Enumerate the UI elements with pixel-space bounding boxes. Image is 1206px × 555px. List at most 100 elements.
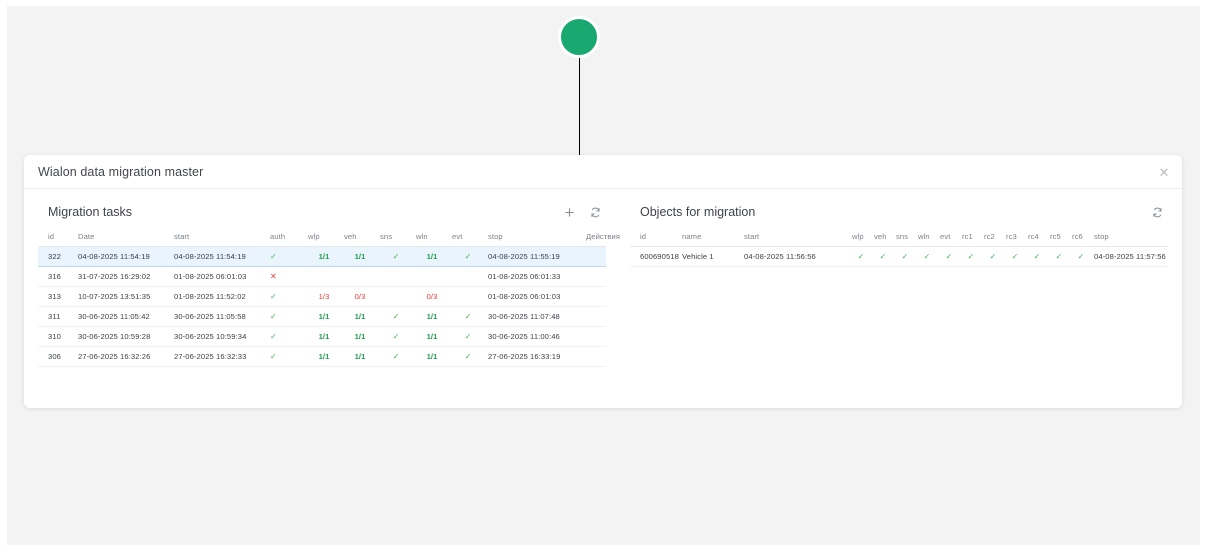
cell-wln: 1/1 [414, 246, 450, 267]
cell-auth: ✓ [268, 246, 306, 267]
migration-tasks-header: Migration tasks [38, 205, 606, 228]
cell-auth: ✓ [268, 286, 306, 307]
cell-evt: ✓ [450, 246, 486, 267]
dialog-body: Migration tasks [24, 189, 1182, 407]
column-header-wlp[interactable]: wlp [306, 228, 342, 247]
column-header-veh[interactable]: veh [342, 228, 378, 247]
cell-start: 04-08-2025 11:54:19 [172, 246, 268, 267]
cell-wln: 0/3 [414, 286, 450, 307]
cell-start: 04-08-2025 11:56:56 [742, 246, 850, 267]
column-header-date[interactable]: Date [76, 228, 172, 247]
column-header-действия[interactable]: Действия [584, 228, 620, 247]
cell-veh: 1/1 [342, 326, 378, 347]
column-header-sns[interactable]: sns [894, 228, 916, 247]
column-header-rc5[interactable]: rc5 [1048, 228, 1070, 247]
cell-stop: 01-08-2025 06:01:03 [486, 286, 584, 307]
cell-evt: ✓ [450, 306, 486, 327]
cell-evt [450, 286, 486, 307]
objects-for-migration-title: Objects for migration [640, 205, 756, 219]
cell-wln: 1/1 [414, 326, 450, 347]
cell-veh: 1/1 [342, 306, 378, 327]
column-header-stop[interactable]: stop [1092, 228, 1168, 247]
cell-stop: 04-08-2025 11:57:56 [1092, 246, 1168, 267]
cell-sns: ✓ [378, 246, 414, 267]
cell-wln: ✓ [916, 246, 938, 267]
cell-evt: ✓ [938, 246, 960, 267]
migration-master-dialog: Wialon data migration master ✕ Migration… [24, 155, 1182, 408]
cell-date: 31-07-2025 16:29:02 [76, 266, 172, 287]
objects-for-migration-header: Objects for migration [630, 205, 1168, 228]
column-header-rc6[interactable]: rc6 [1070, 228, 1092, 247]
objects-for-migration-actions [1151, 206, 1168, 219]
close-icon[interactable]: ✕ [1158, 164, 1170, 180]
cell-start: 27-06-2025 16:32:33 [172, 346, 268, 367]
column-header-rc1[interactable]: rc1 [960, 228, 982, 247]
dialog-header: Wialon data migration master ✕ [24, 155, 1182, 189]
cell-stop: 01-08-2025 06:01:33 [486, 266, 584, 287]
column-header-id[interactable]: id [630, 228, 680, 247]
cell-sns: ✓ [378, 306, 414, 327]
cell-id: 316 [38, 266, 76, 287]
cell-rc2: ✓ [982, 246, 1004, 267]
column-header-sns[interactable]: sns [378, 228, 414, 247]
cell-actions [584, 266, 606, 287]
annotation-marker-dot [558, 16, 600, 58]
cell-veh: 1/1 [342, 346, 378, 367]
cell-wlp: 1/1 [306, 346, 342, 367]
cell-sns: ✓ [378, 326, 414, 347]
cell-actions [584, 346, 606, 367]
cell-id: 322 [38, 246, 76, 267]
cell-name: Vehicle 1 [680, 246, 742, 267]
column-header-wln[interactable]: wln [916, 228, 938, 247]
column-header-evt[interactable]: evt [450, 228, 486, 247]
cell-start: 01-08-2025 11:52:02 [172, 286, 268, 307]
column-header-stop[interactable]: stop [486, 228, 584, 247]
cell-start: 30-06-2025 10:59:34 [172, 326, 268, 347]
refresh-icon[interactable] [589, 206, 602, 219]
refresh-icon[interactable] [1151, 206, 1164, 219]
cell-stop: 27-06-2025 16:33:19 [486, 346, 584, 367]
column-header-start[interactable]: start [172, 228, 268, 247]
cell-veh: 0/3 [342, 286, 378, 307]
plus-icon[interactable] [563, 206, 576, 219]
cell-wlp: 1/3 [306, 286, 342, 307]
column-header-veh[interactable]: veh [872, 228, 894, 247]
column-header-rc3[interactable]: rc3 [1004, 228, 1026, 247]
cell-wln: 1/1 [414, 346, 450, 367]
column-header-wlp[interactable]: wlp [850, 228, 872, 247]
cell-stop: 30-06-2025 11:07:48 [486, 306, 584, 327]
cell-date: 27-06-2025 16:32:26 [76, 346, 172, 367]
cell-date: 30-06-2025 10:59:28 [76, 326, 172, 347]
cell-id: 306 [38, 346, 76, 367]
cell-start: 01-08-2025 06:01:03 [172, 266, 268, 287]
column-header-id[interactable]: id [38, 228, 76, 247]
column-header-evt[interactable]: evt [938, 228, 960, 247]
column-header-rc2[interactable]: rc2 [982, 228, 1004, 247]
column-header-start[interactable]: start [742, 228, 850, 247]
cell-date: 30-06-2025 11:05:42 [76, 306, 172, 327]
cell-id: 311 [38, 306, 76, 327]
column-header-wln[interactable]: wln [414, 228, 450, 247]
cell-date: 10-07-2025 13:51:35 [76, 286, 172, 307]
column-header-name[interactable]: name [680, 228, 742, 247]
cell-sns: ✓ [378, 346, 414, 367]
cell-start: 30-06-2025 11:05:58 [172, 306, 268, 327]
cell-auth: ✓ [268, 326, 306, 347]
column-header-auth[interactable]: auth [268, 228, 306, 247]
cell-evt [450, 266, 486, 287]
cell-veh: ✓ [872, 246, 894, 267]
column-header-rc4[interactable]: rc4 [1026, 228, 1048, 247]
